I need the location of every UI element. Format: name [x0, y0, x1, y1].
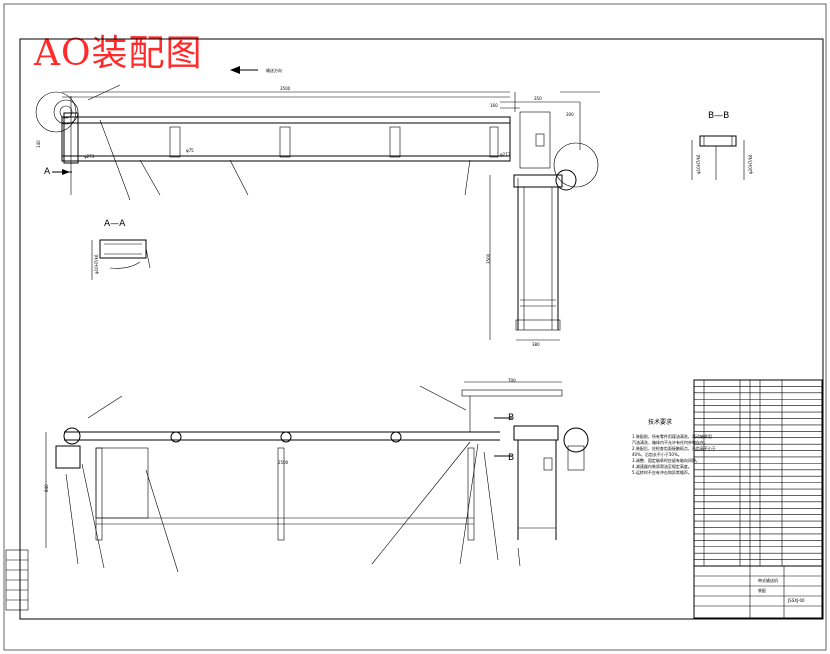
side-width-dim: 380 — [532, 342, 540, 347]
inner-frame — [19, 38, 824, 620]
tech-note-line: 3.调整、固定轴承时应留有轴向间隙。 — [632, 457, 700, 463]
front-dim-700: 700 — [508, 378, 516, 383]
front-end-view — [513, 425, 589, 567]
top-dim-phi75: φ75 — [186, 148, 194, 153]
top-view-head: 350 300 — [500, 91, 600, 169]
title-drawing-sub: 装配 — [758, 587, 766, 593]
top-dim-160: 160 — [490, 103, 498, 108]
tech-note-line: 40%，沿齿长不小于50%。 — [632, 451, 682, 457]
tech-notes: 技术要求 1.装配前，所有零件用煤油清洗，滚动轴承用 汽油清洗，箱体内不允许有任… — [632, 418, 716, 475]
b-marker-top: B — [508, 413, 514, 423]
top-view: 3500 160 φ273 φ75 φ273 140 A — [35, 84, 511, 201]
top-dim-phi273-right: φ273 — [500, 152, 511, 157]
section-a-a: A—A φ10H7/k6 — [91, 219, 151, 280]
b-marker-bottom: B — [508, 453, 514, 463]
front-view: 700 2500 840 B B — [44, 378, 563, 573]
bom-table — [693, 379, 823, 567]
tech-note-line: 4.减速器内装润滑油至规定高度。 — [632, 463, 692, 469]
title-block: 带式输送机 装配 JSSXJ-00 — [693, 565, 823, 619]
drawing-stamp-title: AO装配图 — [34, 33, 203, 74]
side-view: 3500 380 — [486, 142, 599, 347]
front-dim-840: 840 — [44, 484, 49, 492]
top-dim-phi273: φ273 — [84, 154, 95, 159]
section-b-fit-right: φ20H7/k6 — [748, 154, 753, 174]
tech-note-line: 2.装配后，应检查齿面接触斑点，沿齿高不小于 — [632, 445, 716, 451]
tech-notes-title: 技术要求 — [648, 418, 672, 426]
section-b-b: B—B φ10H7/k6 φ20H7/k6 — [691, 111, 753, 180]
title-drawing-name: 带式输送机 — [758, 577, 778, 583]
title-code: JSSXJ-00 — [787, 598, 805, 603]
revision-block — [5, 549, 29, 611]
section-b-b-label: B—B — [708, 111, 729, 121]
top-length-dim: 3500 — [280, 86, 291, 91]
direction-label: 输送方向 — [266, 67, 282, 73]
side-height-dim: 3500 — [486, 253, 491, 264]
tech-note-line: 1.装配前，所有零件用煤油清洗，滚动轴承用 — [632, 433, 712, 439]
outer-border — [3, 3, 827, 651]
a-marker: A — [44, 167, 51, 177]
front-dim-2500: 2500 — [278, 460, 289, 465]
section-b-fit-left: φ10H7/k6 — [696, 154, 701, 174]
tech-note-line: 汽油清洗，箱体内不允许有任何杂物存在。 — [632, 439, 708, 445]
section-a-fit: φ10H7/k6 — [94, 254, 99, 274]
top-dim-300: 300 — [566, 112, 574, 117]
section-a-a-label: A—A — [104, 219, 126, 229]
direction-arrow: 输送方向 — [230, 66, 282, 74]
tech-note-line: 5.运转时不应有冲击和异常噪声。 — [632, 469, 692, 475]
top-dim-140: 140 — [36, 140, 41, 148]
top-dim-350: 350 — [534, 96, 542, 101]
